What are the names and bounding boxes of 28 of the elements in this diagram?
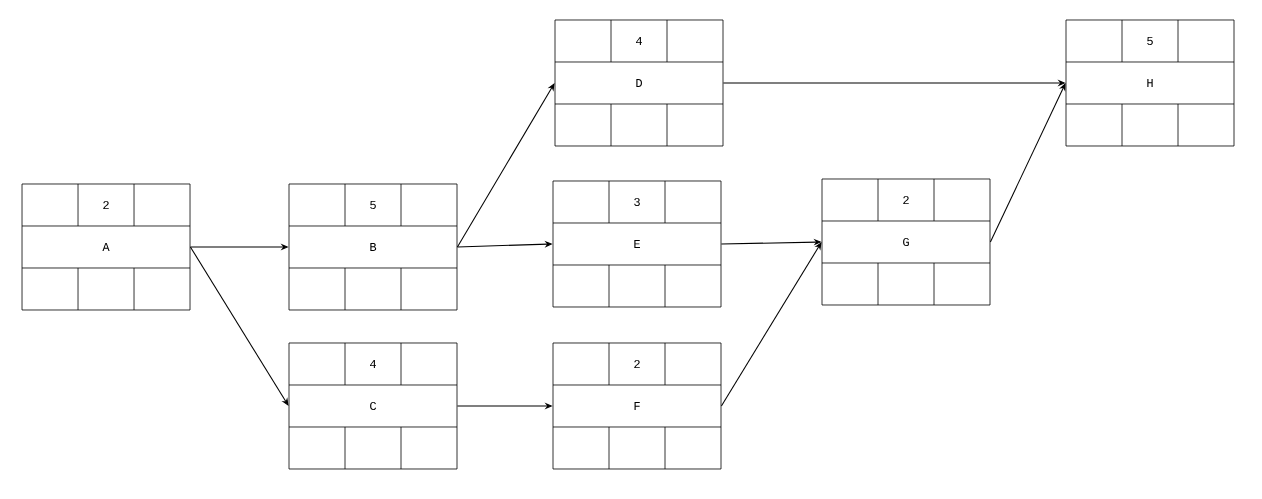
activity-name: A <box>102 243 110 251</box>
activity-name: C <box>370 401 377 411</box>
activity-box <box>21 183 191 311</box>
duration-label: 5 <box>1147 37 1153 45</box>
duration-label: 3 <box>634 197 640 207</box>
arrow <box>989 83 1066 243</box>
duration-label: 4 <box>636 37 642 45</box>
activity-box <box>552 342 722 470</box>
duration-label: 2 <box>634 360 640 368</box>
duration-label: 2 <box>903 196 909 204</box>
activity-name: H <box>1147 79 1153 87</box>
activity-box <box>288 183 458 311</box>
duration-label: 4 <box>370 360 376 368</box>
activity-name: E <box>634 240 640 248</box>
activity-box <box>554 19 724 147</box>
activity-name: D <box>636 79 642 87</box>
activity-box <box>552 180 722 308</box>
activity-name: B <box>370 243 377 251</box>
activity-box <box>288 342 458 470</box>
arrow <box>720 242 822 407</box>
duration-label: 5 <box>370 201 376 209</box>
activity-name: G <box>903 237 909 247</box>
activity-box <box>1065 19 1235 147</box>
arrow <box>189 246 289 406</box>
arrow <box>456 83 555 248</box>
activity-name: F <box>634 402 640 410</box>
duration-label: 2 <box>103 201 109 209</box>
activity-box <box>821 178 991 306</box>
